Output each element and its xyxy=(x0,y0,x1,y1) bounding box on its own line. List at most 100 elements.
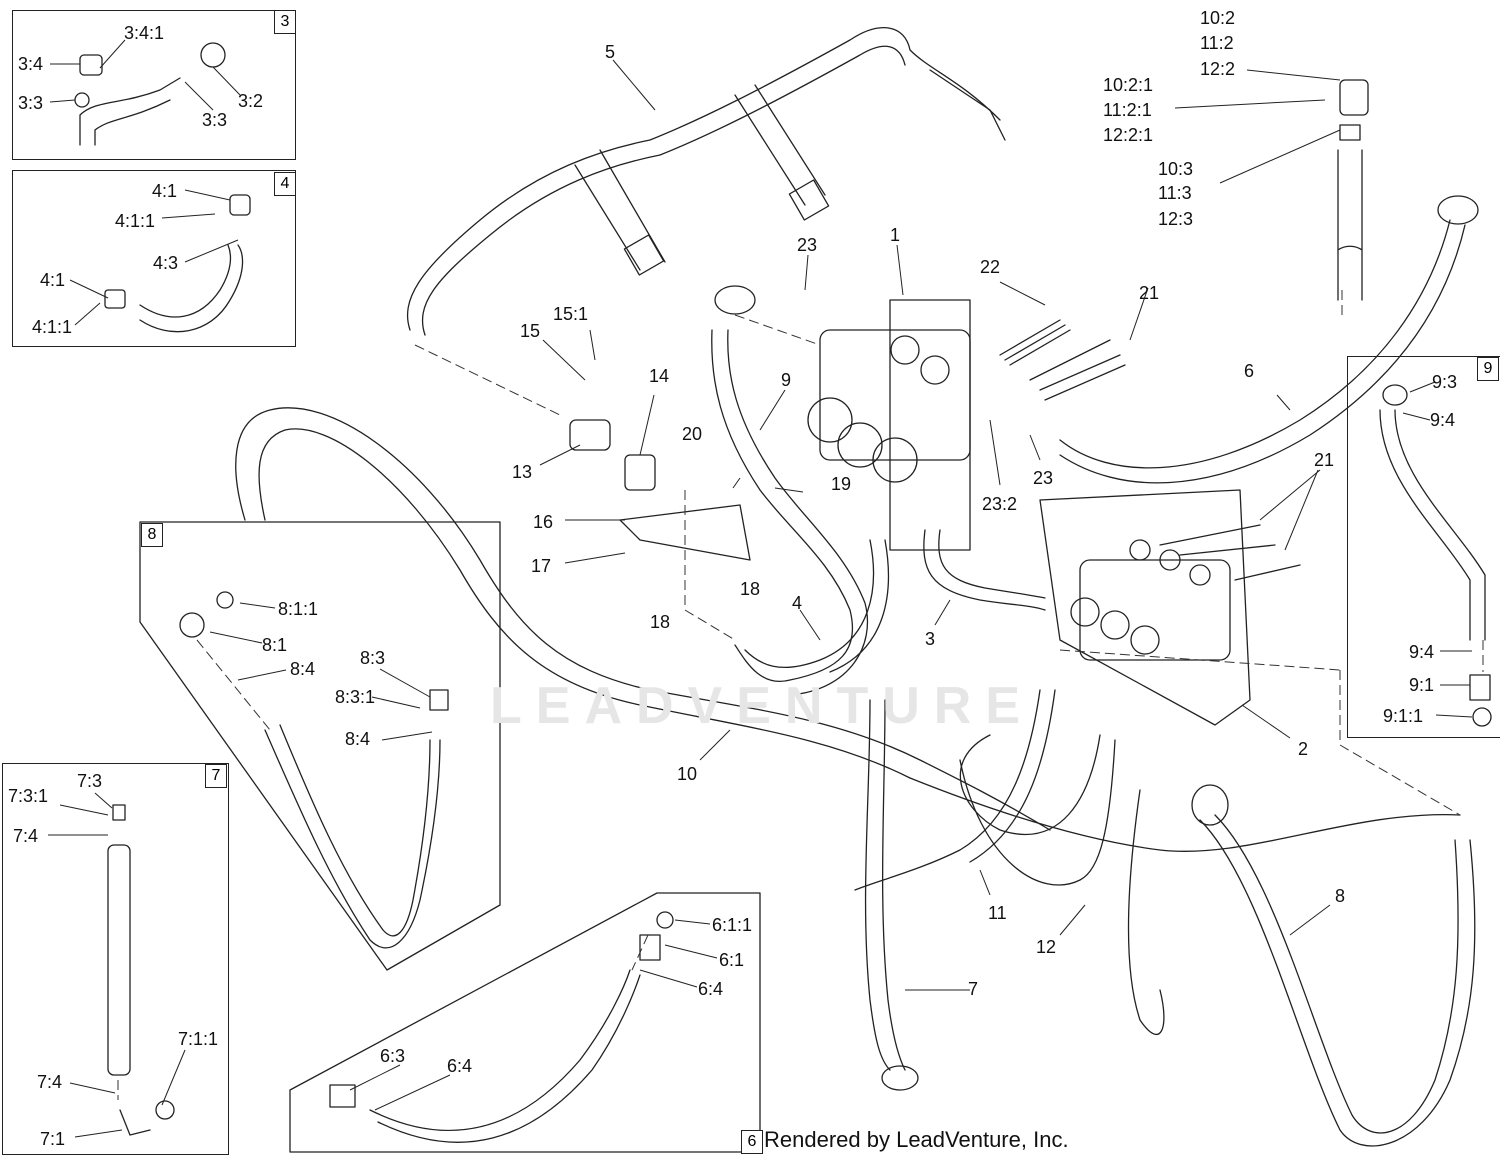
inset-7-hose xyxy=(107,804,175,1136)
callout-9-1: 9:1 xyxy=(1409,675,1435,695)
inset-9-hose xyxy=(1379,384,1492,727)
inset-6-number: 6 xyxy=(741,1130,763,1154)
callout-9-4b: 9:4 xyxy=(1409,642,1435,662)
hose-6 xyxy=(1059,195,1479,484)
hose-4 xyxy=(744,539,890,673)
bracket-16 xyxy=(619,504,751,561)
hose-3 xyxy=(923,529,1046,611)
callout-8-4b: 8:4 xyxy=(345,729,371,749)
callout-11-3: 11:3 xyxy=(1158,183,1192,203)
callout-4-1-1a: 4:1:1 xyxy=(115,211,156,231)
callout-4-1a: 4:1 xyxy=(152,181,178,201)
callout-9-4a: 9:4 xyxy=(1430,410,1456,430)
callout-4: 4 xyxy=(792,593,803,613)
callout-12-2: 12:2 xyxy=(1200,59,1236,79)
hose-10 xyxy=(235,407,1461,852)
valve-manifold-2 xyxy=(1039,489,1251,726)
callout-3-3a: 3:3 xyxy=(18,93,44,113)
callout-23b: 23 xyxy=(1033,468,1054,488)
callout-8-1: 8:1 xyxy=(262,635,288,655)
callout-7-1: 7:1 xyxy=(40,1129,66,1149)
inset-7-frame xyxy=(2,763,229,1155)
render-credit: Rendered by LeadVenture, Inc. xyxy=(764,1127,1069,1152)
inset-9-number: 9 xyxy=(1477,357,1499,381)
callout-8-4a: 8:4 xyxy=(290,659,316,679)
callout-7: 7 xyxy=(968,979,979,999)
callout-10-2: 10:2 xyxy=(1200,8,1236,28)
inset-8-hose xyxy=(179,591,449,949)
inset-8-frame xyxy=(139,521,501,971)
callout-22: 22 xyxy=(980,257,1001,277)
callout-3: 3 xyxy=(925,629,936,649)
fitting-10-2-assembly xyxy=(1337,79,1369,301)
valve-manifold-1 xyxy=(807,299,971,551)
callout-9-3: 9:3 xyxy=(1432,372,1458,392)
callout-3-4: 3:4 xyxy=(18,54,44,74)
callout-4-3: 4:3 xyxy=(153,253,179,273)
callout-10-2-1: 10:2:1 xyxy=(1103,75,1154,95)
clamp-14 xyxy=(624,454,656,491)
hose-12 xyxy=(959,734,1165,1035)
callout-1: 1 xyxy=(890,225,901,245)
hose-5 xyxy=(406,27,1006,336)
callout-21b: 21 xyxy=(1314,450,1335,470)
callout-9: 9 xyxy=(781,370,792,390)
hose-8 xyxy=(1191,784,1476,1147)
callout-9-1-1: 9:1:1 xyxy=(1383,706,1424,726)
callout-23a: 23 xyxy=(797,235,818,255)
callout-19: 19 xyxy=(831,474,852,494)
callout-5: 5 xyxy=(605,42,616,62)
callout-20: 20 xyxy=(682,424,703,444)
inset-4-number: 4 xyxy=(274,172,296,196)
callout-6-3: 6:3 xyxy=(380,1046,406,1066)
inset-3-number: 3 xyxy=(274,10,296,34)
callout-23-2: 23:2 xyxy=(982,494,1018,514)
inset-3-frame xyxy=(12,10,296,160)
callout-15: 15 xyxy=(520,321,541,341)
callout-12-2-1: 12:2:1 xyxy=(1103,125,1154,145)
callout-11-2-1: 11:2:1 xyxy=(1103,100,1152,120)
callout-12-3: 12:3 xyxy=(1158,209,1194,229)
wire-harness xyxy=(999,319,1301,581)
callout-8-3-1: 8:3:1 xyxy=(335,687,376,707)
hose-7 xyxy=(864,699,919,1091)
callout-6-4b: 6:4 xyxy=(447,1056,473,1076)
callout-14: 14 xyxy=(649,366,670,386)
inset-9-frame xyxy=(1347,356,1500,738)
callout-8-3: 8:3 xyxy=(360,648,386,668)
callout-3-3b: 3:3 xyxy=(202,110,228,130)
inset-6-frame xyxy=(289,892,761,1153)
callout-18a: 18 xyxy=(740,579,761,599)
callout-11: 11 xyxy=(988,903,1007,923)
callout-15-1: 15:1 xyxy=(553,304,589,324)
callout-17: 17 xyxy=(531,556,552,576)
callout-12: 12 xyxy=(1036,937,1057,957)
callout-6-1-1: 6:1:1 xyxy=(712,915,753,935)
callout-6-1: 6:1 xyxy=(719,950,745,970)
callout-6: 6 xyxy=(1244,361,1255,381)
callout-3-2: 3:2 xyxy=(238,91,264,111)
callout-4-1b: 4:1 xyxy=(40,270,66,290)
watermark: LEADVENTURE xyxy=(490,677,1035,735)
callout-7-3: 7:3 xyxy=(77,771,103,791)
inset-7-number: 7 xyxy=(205,764,227,788)
callout-7-4b: 7:4 xyxy=(37,1072,63,1092)
inset-4-frame xyxy=(12,170,296,347)
callout-21a: 21 xyxy=(1139,283,1160,303)
callout-8-1-1: 8:1:1 xyxy=(278,599,319,619)
callout-18b: 18 xyxy=(650,612,671,632)
callout-13: 13 xyxy=(512,462,533,482)
callout-3-4-1: 3:4:1 xyxy=(124,23,165,43)
callout-4-1-1b: 4:1:1 xyxy=(32,317,73,337)
callout-7-4a: 7:4 xyxy=(13,826,39,846)
inset-4-hose xyxy=(104,194,251,333)
callout-10-3: 10:3 xyxy=(1158,159,1194,179)
tee-13 xyxy=(569,419,611,451)
callout-2: 2 xyxy=(1298,739,1309,759)
callout-10: 10 xyxy=(677,764,698,784)
callout-11-2: 11:2 xyxy=(1200,33,1234,53)
hose-9 xyxy=(711,285,869,696)
callout-6-4a: 6:4 xyxy=(698,979,724,999)
callout-8: 8 xyxy=(1335,886,1346,906)
